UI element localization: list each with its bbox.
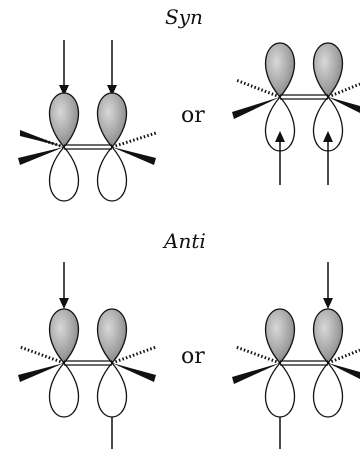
syn-right-structure bbox=[232, 42, 360, 185]
syn-left-arrows bbox=[59, 40, 117, 96]
anti-right-orbitals bbox=[264, 308, 344, 418]
syn-or-label: or bbox=[181, 103, 205, 128]
anti-right-double-bond bbox=[280, 360, 328, 366]
anti-right-substituents bbox=[232, 345, 360, 384]
anti-left-orbitals bbox=[48, 308, 128, 418]
anti-right-structure bbox=[232, 262, 360, 449]
anti-left-structure bbox=[18, 262, 157, 449]
syn-right-orbitals bbox=[264, 42, 344, 152]
anti-left-double-bond bbox=[64, 360, 112, 366]
syn-right-double-bond bbox=[280, 94, 328, 100]
syn-right-substituents bbox=[232, 78, 360, 119]
syn-right-arrows bbox=[275, 131, 333, 185]
syn-left-double-bond bbox=[64, 144, 112, 150]
syn-title: Syn bbox=[165, 5, 203, 29]
anti-or-label: or bbox=[181, 344, 205, 369]
anti-left-substituents bbox=[18, 345, 157, 382]
syn-left-structure bbox=[18, 40, 157, 202]
syn-left-substituents bbox=[18, 130, 157, 165]
syn-left-orbitals bbox=[48, 92, 128, 202]
anti-title: Anti bbox=[162, 229, 206, 253]
